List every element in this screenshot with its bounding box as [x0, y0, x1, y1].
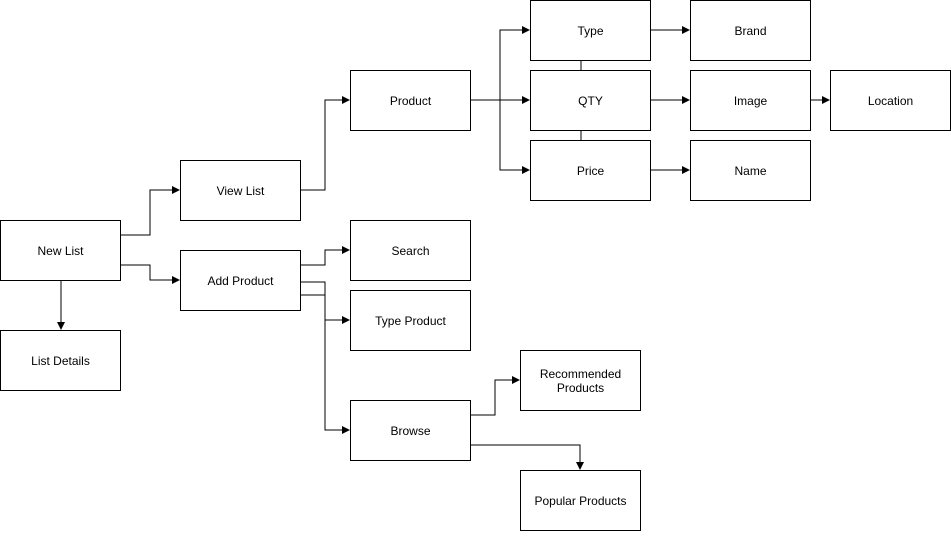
node-brand: Brand [690, 0, 811, 61]
node-type: Type [530, 0, 651, 61]
edge-new-list-to-add-product [121, 264, 180, 284]
node-popular-products: Popular Products [520, 470, 641, 531]
node-recommended-products: Recommended Products [520, 350, 641, 411]
edge-product-to-type [471, 26, 530, 101]
edge-view-list-to-product [301, 96, 350, 191]
node-view-list: View List [180, 160, 301, 221]
node-qty: QTY [530, 70, 651, 131]
node-location: Location [830, 70, 951, 131]
edge-browse-to-recommended [471, 376, 520, 416]
edge-browse-to-popular [471, 444, 584, 470]
node-name: Name [690, 140, 811, 201]
node-product: Product [350, 70, 471, 131]
node-image: Image [690, 70, 811, 131]
node-price: Price [530, 140, 651, 201]
edge-product-to-price [471, 99, 530, 174]
node-search: Search [350, 220, 471, 281]
node-browse: Browse [350, 400, 471, 461]
edge-add-product-to-browse [301, 294, 350, 434]
node-list-details: List Details [0, 330, 121, 391]
edge-add-product-to-search [301, 246, 350, 266]
node-type-product: Type Product [350, 290, 471, 351]
edge-new-list-to-view-list [121, 186, 180, 236]
node-add-product: Add Product [180, 250, 301, 311]
node-new-list: New List [0, 220, 121, 281]
